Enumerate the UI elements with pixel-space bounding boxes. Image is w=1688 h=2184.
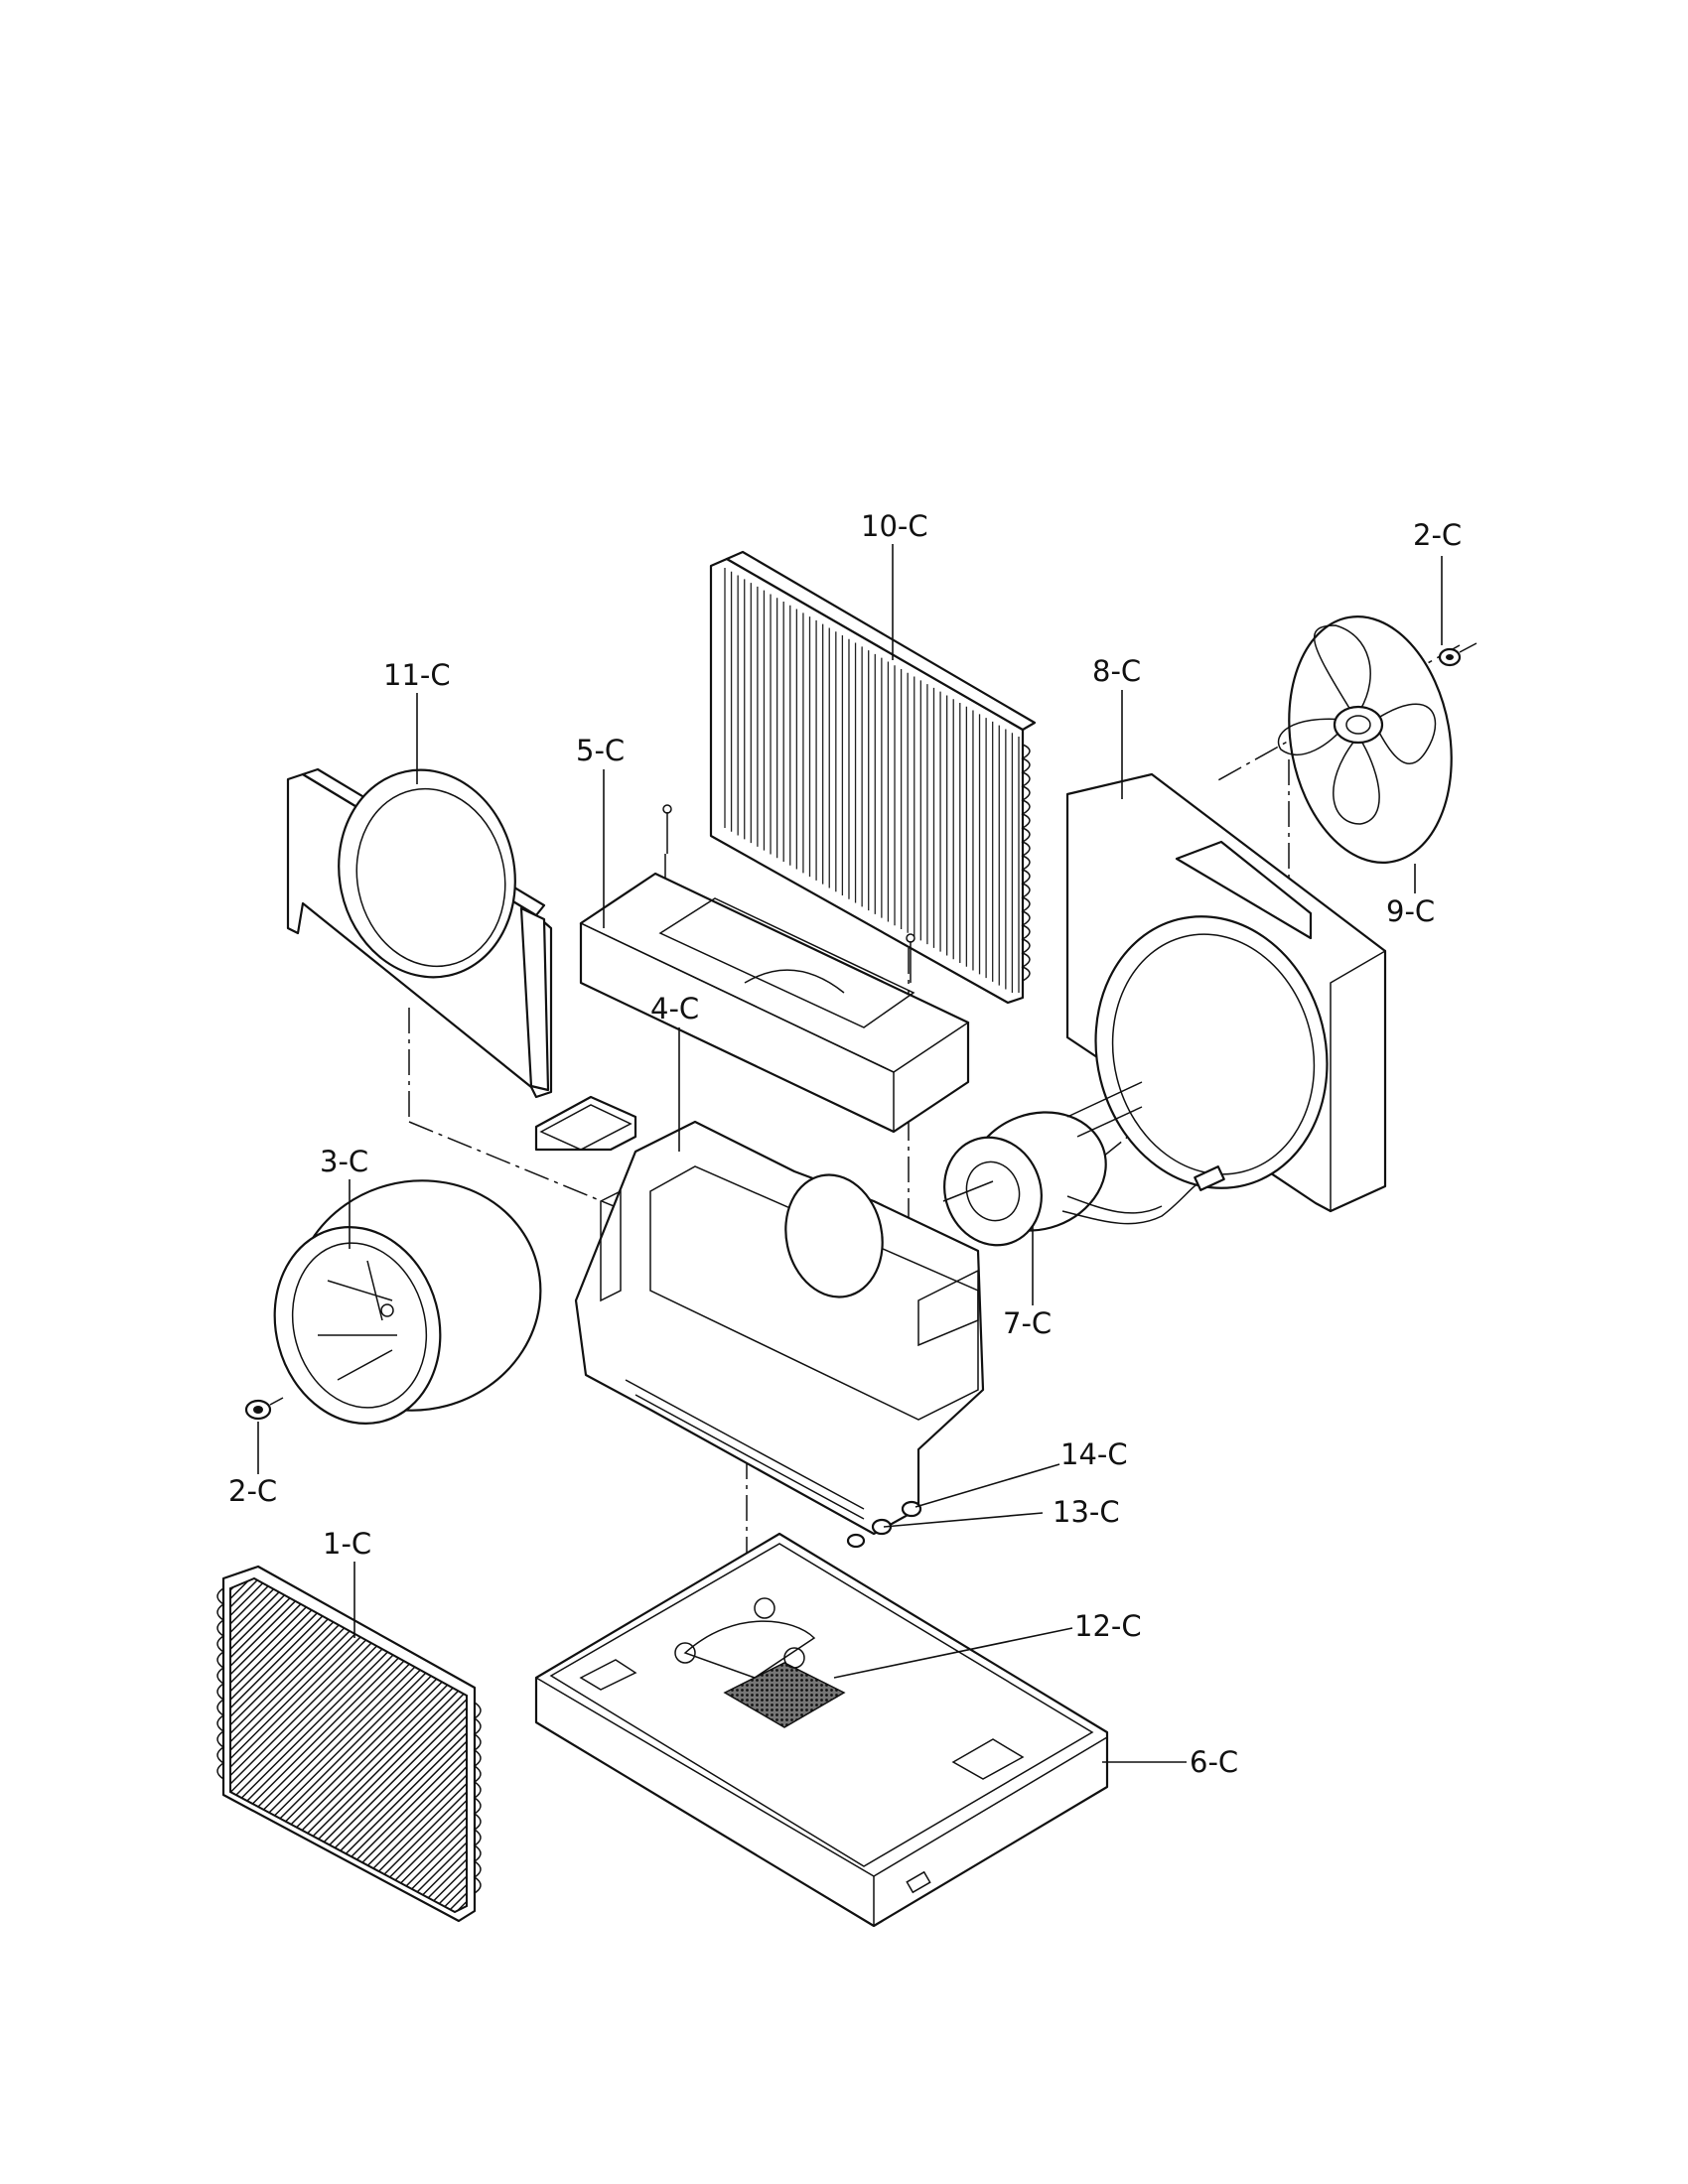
evaporator-housing: [534, 1095, 985, 1536]
leader-lines: [257, 544, 1443, 1763]
fan-motor: [942, 1081, 1225, 1247]
part-labels: 10-C 2-C 11-C 5-C 8-C 9-C 4-C 3-C 7-C 2-…: [228, 509, 1462, 1779]
label-2-c-top: 2-C: [1413, 518, 1462, 552]
drain-tray: [579, 804, 970, 1134]
label-5-c: 5-C: [576, 734, 625, 767]
label-11-c: 11-C: [383, 658, 451, 692]
label-13-c: 13-C: [1053, 1495, 1120, 1529]
label-7-c: 7-C: [1003, 1306, 1052, 1340]
label-1-c: 1-C: [323, 1527, 371, 1561]
base-pan: [534, 1532, 1109, 1928]
blower-wheel: [273, 1179, 542, 1425]
label-2-c-bottom: 2-C: [228, 1474, 277, 1508]
fan-nut-bottom: [244, 1397, 284, 1421]
label-14-c: 14-C: [1060, 1437, 1128, 1471]
label-4-c: 4-C: [650, 992, 699, 1025]
shroud-plate: [286, 767, 553, 1099]
fan-nut-top: [1438, 642, 1477, 667]
label-12-c: 12-C: [1074, 1609, 1142, 1643]
screw-and-washer: [846, 1500, 922, 1549]
evaporator-coil: [216, 1565, 482, 1923]
label-6-c: 6-C: [1190, 1745, 1238, 1779]
label-3-c: 3-C: [320, 1145, 368, 1178]
label-9-c: 9-C: [1386, 894, 1435, 928]
condenser-tube-bends: [1021, 744, 1031, 982]
condenser-fan: [1277, 615, 1453, 864]
condenser-shroud: [1065, 772, 1387, 1213]
condenser-coil: [709, 550, 1037, 1005]
label-8-c: 8-C: [1092, 654, 1141, 688]
label-10-c: 10-C: [861, 509, 928, 543]
